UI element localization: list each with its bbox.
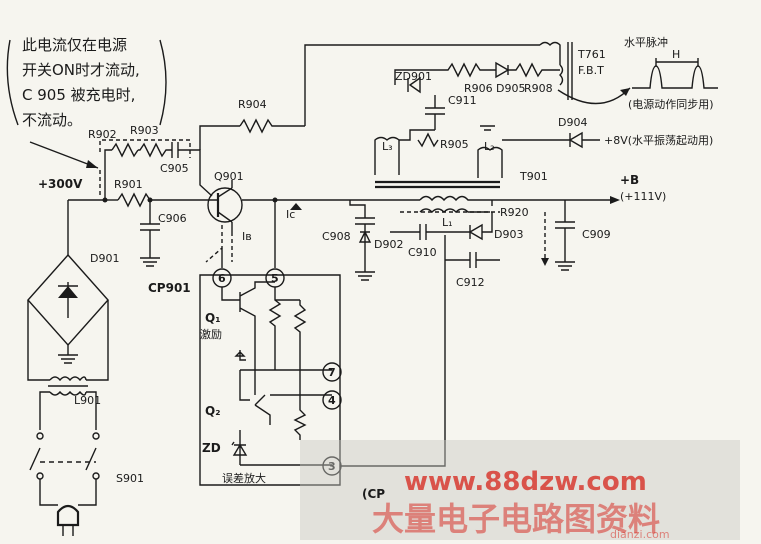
label-t761: T761 <box>577 48 606 61</box>
label-c910: C910 <box>408 246 437 259</box>
label-c906: C906 <box>158 212 187 225</box>
label-r901: R901 <box>114 178 143 191</box>
label-q901: Q901 <box>214 170 244 183</box>
fbt-section: T761 F.B.T ZD901 R906 D905 R908 C911 <box>394 41 631 130</box>
label-cp901: CP901 <box>148 281 191 295</box>
note-line-1: 此电流仅在电源 <box>22 36 127 54</box>
label-r908: R908 <box>524 82 553 95</box>
label-l1: L₁ <box>442 216 453 229</box>
primary-rail: R901 C906 R902 R903 C905 R904 <box>68 44 540 267</box>
label-300v: +300V <box>38 177 83 191</box>
label-r903: R903 <box>130 124 159 137</box>
label-r904: R904 <box>238 98 267 111</box>
label-c905: C905 <box>160 162 189 175</box>
label-l901: L901 <box>74 394 101 407</box>
label-d901: D901 <box>90 252 119 265</box>
label-q2: Q₂ <box>205 404 220 418</box>
label-d905: D905 <box>496 82 525 95</box>
label-pulse-note: (电源动作同步用) <box>628 97 714 111</box>
watermark-url: www.88dzw.com <box>404 467 647 497</box>
t901-transformer: L₃ R905 L₂ D904 +8V(水平振荡起动用) T901 +B (+1… <box>374 116 713 229</box>
label-q1: Q₁ <box>205 311 220 325</box>
pin-3: 3 <box>328 460 336 473</box>
watermark: (CP www.88dzw.com 大量电子电路图资料 dianzi.com <box>300 440 740 541</box>
pin-6: 6 <box>218 272 226 285</box>
label-q1-text: 激励 <box>200 327 222 341</box>
label-l2: L₂ <box>484 140 495 153</box>
label-r905: R905 <box>440 138 469 151</box>
cp901-module: CP901 6 5 Q₁ 激励 7 Q₂ 4 ZD 3 误差放大 <box>148 197 446 486</box>
label-d904: D904 <box>558 116 587 129</box>
bottom-code: (CP <box>362 487 385 501</box>
pulse-waveform: 水平脉冲 H (电源动作同步用) <box>624 35 718 111</box>
watermark-sub: dianzi.com <box>610 528 670 541</box>
note-line-2: 开关ON时才流动, <box>22 61 140 79</box>
label-r906: R906 <box>464 82 493 95</box>
power-input-section: +300V D901 L901 S901 <box>27 177 144 536</box>
label-l3: L₃ <box>382 140 393 153</box>
watermark-cn: 大量电子电路图资料 <box>372 500 660 538</box>
q901-transistor: Q901 Ic Iʙ <box>205 170 420 263</box>
label-c909: C909 <box>582 228 611 241</box>
note-line-4: 不流动。 <box>22 111 82 129</box>
label-c908: C908 <box>322 230 351 243</box>
label-d903: D903 <box>494 228 523 241</box>
label-fbt: F.B.T <box>578 64 604 77</box>
label-plus-b-v: (+111V) <box>620 190 666 203</box>
pin-7: 7 <box>328 366 336 379</box>
label-s901: S901 <box>116 472 144 485</box>
label-r920: R920 <box>500 206 529 219</box>
label-r902: R902 <box>88 128 117 141</box>
label-c911: C911 <box>448 94 477 107</box>
label-pulse-title: 水平脉冲 <box>624 35 668 49</box>
annotation-note: 此电流仅在电源 开关ON时才流动, C 905 被充电时, 不流动。 <box>6 36 167 169</box>
pin-5: 5 <box>271 272 279 285</box>
output-section: C908 D902 C910 D903 R920 C912 C909 <box>322 200 611 289</box>
label-d902: D902 <box>374 238 403 251</box>
label-zd: ZD <box>202 441 221 455</box>
label-ib: Iʙ <box>242 230 252 243</box>
label-ic: Ic <box>286 208 295 221</box>
label-zd901: ZD901 <box>395 70 432 83</box>
label-t901: T901 <box>519 170 548 183</box>
note-line-3: C 905 被充电时, <box>22 86 135 104</box>
label-pulse-h: H <box>672 48 680 61</box>
label-plus-b: +B <box>620 173 639 187</box>
label-error-amp: 误差放大 <box>222 471 266 485</box>
label-c912: C912 <box>456 276 485 289</box>
label-v8: +8V(水平振荡起动用) <box>604 133 713 147</box>
pin-4: 4 <box>328 394 336 407</box>
